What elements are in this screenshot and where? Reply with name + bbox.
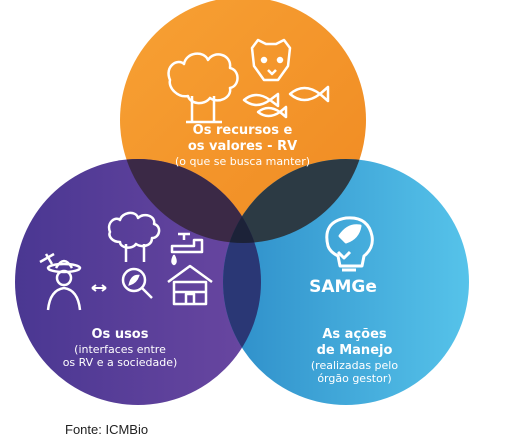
overlap-top-right xyxy=(223,159,366,243)
acoes-subtitle-line1: (realizadas pelo xyxy=(310,359,399,372)
recursos-title-line1: Os recursos e xyxy=(192,123,293,138)
farmer-icon xyxy=(39,252,82,311)
acoes-title-line2: de Manejo xyxy=(316,343,393,358)
recursos-valores-text: Os recursos e os valores - RV (o que se … xyxy=(130,123,355,168)
usos-subtitle-line1: (interfaces entre xyxy=(74,343,166,356)
faucet-icon xyxy=(170,232,204,266)
usos-title: Os usos xyxy=(91,327,149,342)
jaguar-icon xyxy=(250,38,292,82)
samge-logo-icon xyxy=(325,216,374,272)
acoes-subtitle-line2: órgão gestor) xyxy=(317,372,392,385)
fish-icon xyxy=(242,85,330,119)
recursos-subtitle: (o que se busca manter) xyxy=(174,155,311,168)
magnifier-icon xyxy=(121,267,153,299)
acoes-manejo-text: As ações de Manejo (realizadas pelo órgã… xyxy=(272,327,437,385)
house-icon xyxy=(167,264,213,306)
tree-icon xyxy=(107,211,161,262)
tree-icon xyxy=(167,52,239,124)
acoes-title-line1: As ações xyxy=(322,327,387,342)
recursos-title-line2: os valores - RV xyxy=(187,139,298,154)
usos-text: Os usos (interfaces entre os RV e a soci… xyxy=(25,327,215,369)
arrows-icon xyxy=(91,284,107,292)
overlap-top-left xyxy=(120,159,261,243)
source-caption: Fonte: ICMBio xyxy=(65,422,149,437)
usos-subtitle-line2: os RV e a sociedade) xyxy=(62,356,178,369)
samge-logo-label: SAMGe xyxy=(309,277,377,297)
